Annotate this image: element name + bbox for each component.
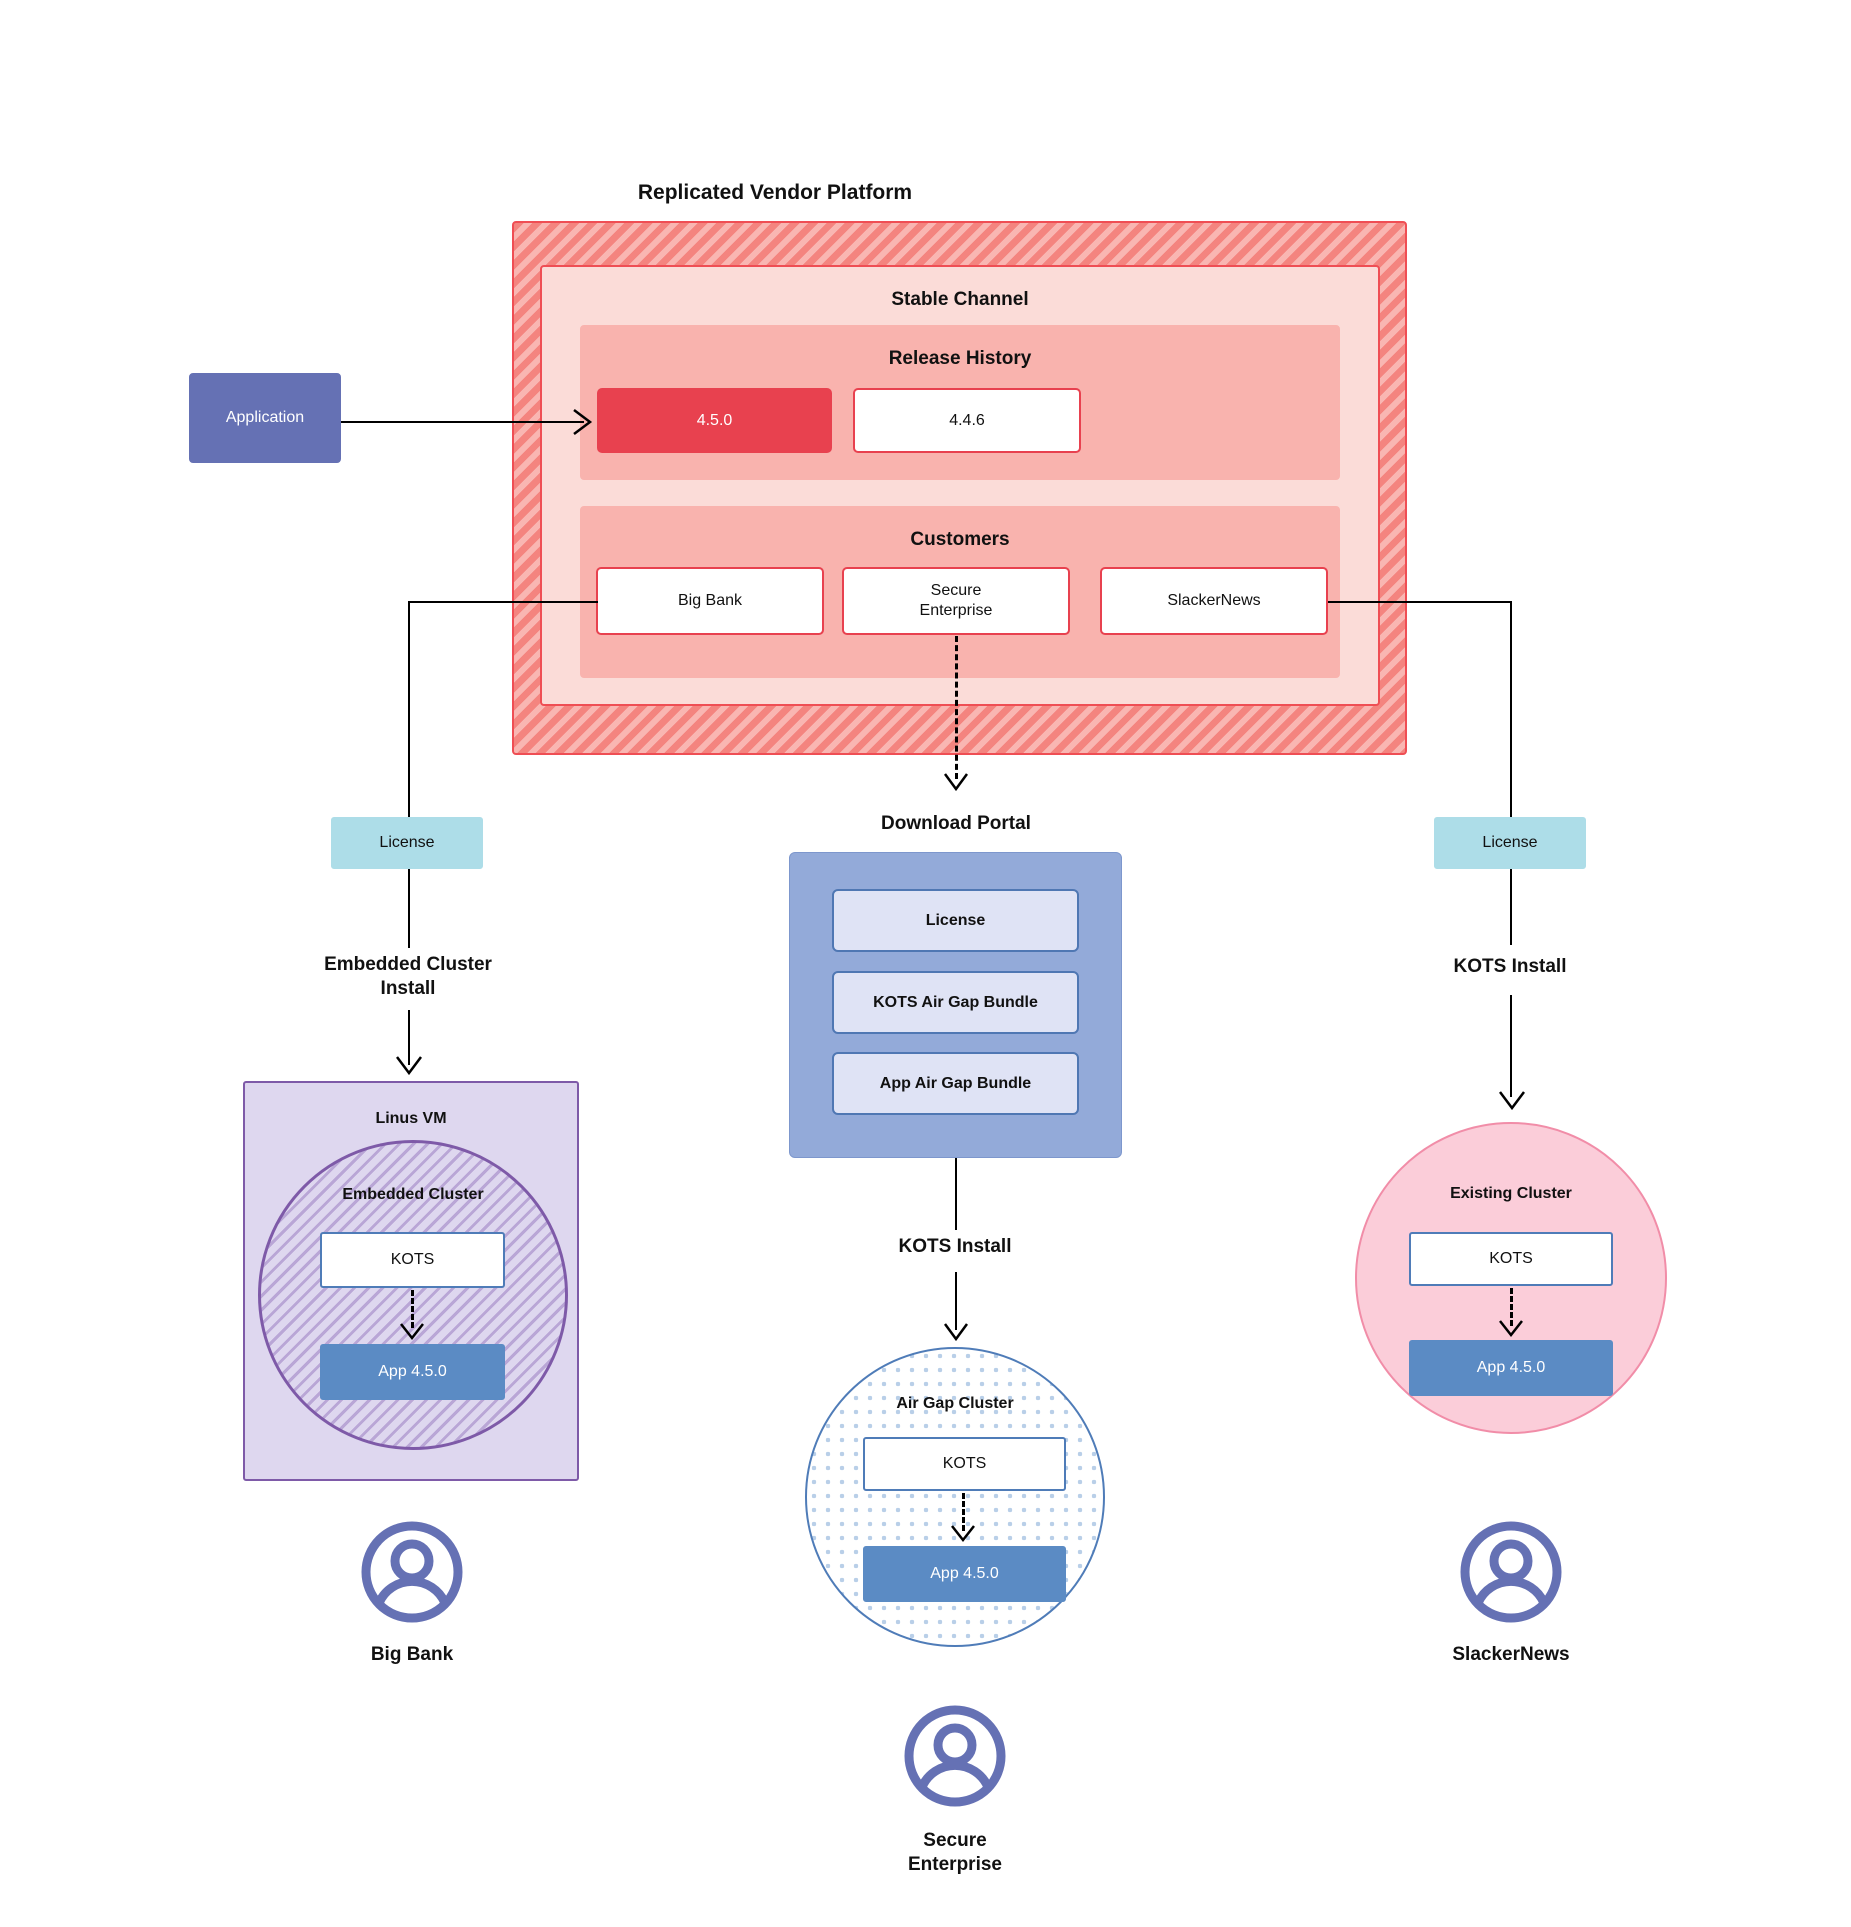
application-box[interactable]: Application: [189, 373, 341, 463]
portal-item-app-airgap-bundle[interactable]: App Air Gap Bundle: [832, 1052, 1079, 1115]
embedded-install-arrowhead: [396, 1056, 422, 1076]
existing-kots-to-app-dash: [1510, 1288, 1513, 1326]
person-circle-icon: [1460, 1521, 1562, 1623]
existing-app-version-box[interactable]: App 4.5.0: [1409, 1340, 1613, 1396]
end-user-secure-enterprise-label: Secure Enterprise: [908, 1830, 1002, 1875]
person-circle-icon: [904, 1705, 1006, 1807]
release-history-title: Release History: [888, 348, 1032, 370]
application-arrowhead: [573, 409, 593, 435]
person-circle-icon: [361, 1521, 463, 1623]
airgap-kots-box[interactable]: KOTS: [863, 1437, 1066, 1491]
release-4-4-6[interactable]: 4.4.6: [853, 388, 1081, 453]
existing-cluster-label: Existing Cluster: [1450, 1185, 1572, 1202]
end-user-slackernews-label: SlackerNews: [1452, 1644, 1570, 1666]
secure-enterprise-dash-line: [955, 636, 958, 779]
customers-title: Customers: [910, 529, 1010, 551]
embedded-kots-arrowhead: [400, 1323, 424, 1341]
embedded-install-connector: [408, 1010, 410, 1065]
end-user-big-bank-label: Big Bank: [370, 1644, 454, 1666]
stable-channel-title: Stable Channel: [891, 289, 1029, 311]
existing-kots-install-label: KOTS Install: [1453, 956, 1567, 978]
platform-title: Replicated Vendor Platform: [637, 180, 913, 204]
bigbank-branch-h-line: [408, 601, 598, 603]
license-chip-left[interactable]: License: [331, 817, 483, 869]
existing-cluster-arrowhead: [1499, 1091, 1525, 1111]
portal-item-kots-airgap-bundle[interactable]: KOTS Air Gap Bundle: [832, 971, 1079, 1034]
embedded-cluster-label: Embedded Cluster: [342, 1186, 484, 1203]
portal-item-license[interactable]: License: [832, 889, 1079, 952]
airgap-app-version-box[interactable]: App 4.5.0: [863, 1546, 1066, 1602]
secure-enterprise-arrowhead: [943, 773, 969, 792]
embedded-app-version-box[interactable]: App 4.5.0: [320, 1344, 505, 1400]
customer-slackernews[interactable]: SlackerNews: [1100, 567, 1328, 635]
airgap-kots-to-app-dash: [962, 1493, 965, 1531]
bigbank-license-to-install-line: [408, 869, 410, 948]
application-connector-line: [341, 421, 584, 423]
airgap-cluster-arrowhead: [943, 1323, 969, 1342]
airgap-kots-arrowhead: [951, 1525, 975, 1543]
customer-secure-enterprise[interactable]: Secure Enterprise: [842, 567, 1070, 635]
install-to-airgap-cluster-line: [955, 1272, 957, 1330]
embedded-kots-to-app-dash: [411, 1290, 414, 1328]
slackernews-license-to-install-line: [1510, 869, 1512, 945]
linus-vm-label: Linus VM: [375, 1110, 447, 1127]
embedded-kots-box[interactable]: KOTS: [320, 1232, 505, 1288]
bigbank-branch-v-line: [408, 601, 410, 817]
airgap-kots-install-label: KOTS Install: [898, 1236, 1012, 1258]
existing-install-connector: [1510, 995, 1512, 1097]
existing-kots-arrowhead: [1499, 1320, 1523, 1338]
airgap-cluster-label: Air Gap Cluster: [896, 1395, 1014, 1412]
customer-big-bank[interactable]: Big Bank: [596, 567, 824, 635]
slackernews-branch-v-line: [1510, 601, 1512, 817]
license-chip-right[interactable]: License: [1434, 817, 1586, 869]
existing-kots-box[interactable]: KOTS: [1409, 1232, 1613, 1286]
download-portal-title: Download Portal: [881, 813, 1031, 835]
embedded-cluster-install-label: Embedded Cluster Install: [324, 954, 492, 999]
slackernews-branch-h-line: [1328, 601, 1512, 603]
release-4-5-0[interactable]: 4.5.0: [597, 388, 832, 453]
portal-to-install-line: [955, 1158, 957, 1230]
